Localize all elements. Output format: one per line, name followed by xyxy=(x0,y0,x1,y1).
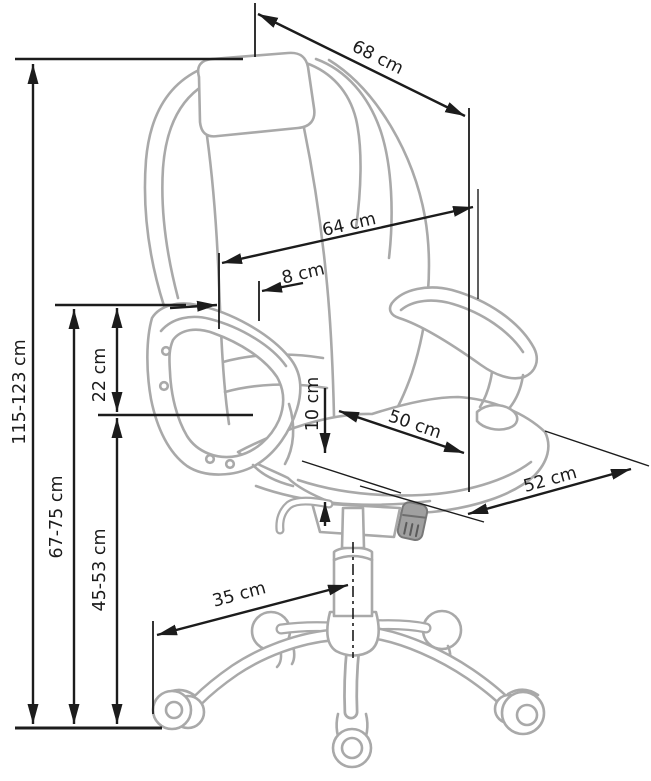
dim-label-8cm: 8 cm xyxy=(280,259,327,288)
caster-front xyxy=(331,712,373,769)
dim-label-67-75cm: 67-75 cm xyxy=(47,475,67,558)
armrest-screw xyxy=(204,453,216,465)
dim-label-64cm: 64 cm xyxy=(320,209,378,241)
dim-8-arrow-left xyxy=(169,300,218,312)
dim-label-22cm: 22 cm xyxy=(90,348,110,403)
extension-lines xyxy=(15,3,650,730)
chair-illustration xyxy=(143,51,550,769)
chair-armrest-right xyxy=(388,286,538,431)
chair-armrest-left xyxy=(146,302,302,488)
dimension-annotations: 68 cm 64 cm 8 cm 50 cm 10 cm 52 cm 35 cm… xyxy=(10,3,650,730)
dim-label-45-53cm: 45-53 cm xyxy=(90,528,110,611)
chair-base xyxy=(151,506,546,769)
dim-label-10cm: 10 cm xyxy=(303,377,323,432)
caster-left xyxy=(151,688,206,731)
caster-right xyxy=(493,688,546,736)
armrest-screw xyxy=(160,345,172,357)
dim-35-line xyxy=(156,583,349,637)
dimension-lines xyxy=(27,12,632,724)
dim-50-line xyxy=(338,409,465,455)
chair-mechanism xyxy=(254,484,432,542)
dim-8-arrow-right xyxy=(261,281,304,293)
dim-label-35cm: 35 cm xyxy=(210,578,268,611)
chair-headrest xyxy=(196,51,316,138)
dim-64-line xyxy=(221,205,474,265)
armrest-screw xyxy=(224,458,236,470)
dim-52-line xyxy=(467,467,632,516)
dim-68-line xyxy=(257,12,466,118)
dim-label-115-123cm: 115-123 cm xyxy=(10,339,30,444)
tension-knob xyxy=(396,501,429,542)
gas-lift-tube xyxy=(340,506,366,550)
armrest-screw xyxy=(158,380,170,392)
